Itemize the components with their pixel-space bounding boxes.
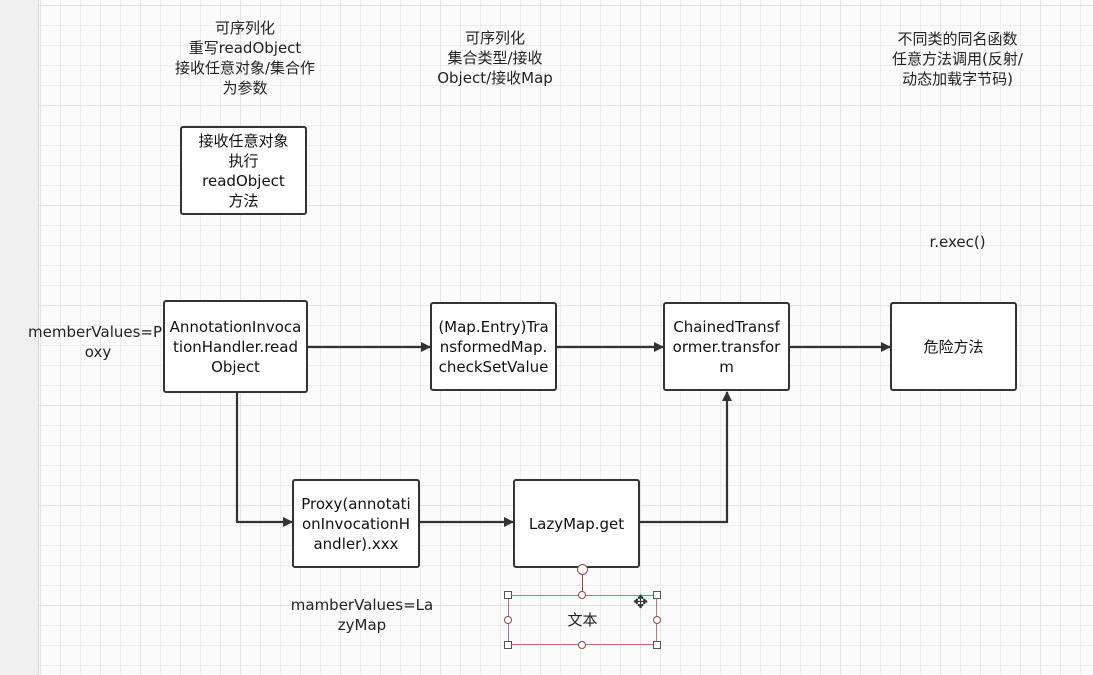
resize-handle-bottom-right[interactable] [653, 641, 661, 649]
rotate-connector [582, 573, 583, 595]
header-same-name-function: 不同类的同名函数 任意方法调用(反射/ 动态加载字节码) [892, 30, 1023, 88]
node-lazymap-get[interactable]: LazyMap.get [513, 479, 640, 568]
resize-handle-top-left[interactable] [504, 591, 512, 599]
member-values-lazymap-label: mamberValues=La zyMap [290, 596, 434, 634]
resize-handle-top[interactable] [578, 591, 586, 599]
resize-handle-bottom-left[interactable] [504, 641, 512, 649]
header-serializable-collection: 可序列化 集合类型/接收 Object/接收Map [437, 29, 553, 87]
move-cursor-icon: ✥ [633, 592, 649, 613]
node-annotation-invocation-handler[interactable]: AnnotationInvocationHandler.readObject [163, 300, 308, 393]
selected-text-content[interactable]: 文本 [567, 611, 598, 629]
canvas-left-margin [0, 0, 39, 675]
node-danger-method[interactable]: 危险方法 [890, 302, 1017, 391]
arrow-lazymap-to-chained[interactable] [640, 391, 732, 524]
header-serializable-readobject: 可序列化 重写readObject 接收任意对象/集合作 为参数 [174, 19, 316, 97]
arrow-annotation-to-proxy[interactable] [235, 393, 293, 527]
resize-handle-top-right[interactable] [653, 591, 661, 599]
node-proxy[interactable]: Proxy(annotationInvocationHandler).xxx [292, 479, 420, 568]
node-chained-transformer[interactable]: ChainedTransformer.transform [663, 302, 790, 391]
resize-handle-right[interactable] [653, 616, 661, 624]
resize-handle-bottom[interactable] [578, 641, 586, 649]
node-transformed-map[interactable]: (Map.Entry)TransformedMap.checkSetValue [430, 302, 557, 391]
rotate-handle-icon[interactable] [577, 564, 588, 575]
exec-label: r.exec() [929, 233, 986, 251]
member-values-proxy-label: memberValues=Pr oxy [28, 323, 168, 361]
resize-handle-left[interactable] [504, 616, 512, 624]
note-box-readobject[interactable]: 接收任意对象 执行 readObject 方法 [180, 126, 307, 215]
